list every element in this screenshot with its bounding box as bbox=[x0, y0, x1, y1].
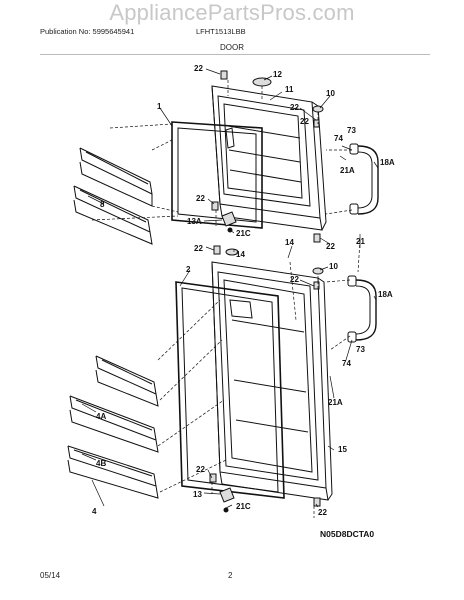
fresh-food-handle bbox=[347, 275, 377, 343]
callout-22-i: 22 bbox=[300, 117, 309, 126]
callout-11: 11 bbox=[285, 85, 294, 94]
footer-page-number: 2 bbox=[228, 571, 233, 580]
footer-date: 05/14 bbox=[40, 571, 61, 580]
callout-4: 4 bbox=[92, 507, 97, 516]
freezer-door-gasket bbox=[171, 121, 263, 229]
freezer-handle bbox=[349, 143, 379, 215]
callout-21: 21 bbox=[356, 237, 365, 246]
callout-10-bottom: 10 bbox=[329, 262, 338, 271]
fresh-food-hinge-parts bbox=[209, 245, 324, 513]
model-number: LFHT1513LBB bbox=[196, 27, 246, 36]
callout-15: 15 bbox=[338, 445, 347, 454]
callout-18a-top: 18A bbox=[380, 158, 395, 167]
callout-8: 8 bbox=[100, 200, 105, 209]
watermark: AppliancePartsPros.com bbox=[109, 0, 355, 25]
freezer-door-shelves bbox=[73, 147, 153, 245]
callout-21c-bottom: 21C bbox=[236, 502, 251, 511]
callout-leader-lines bbox=[81, 68, 379, 509]
callout-22-f: 22 bbox=[290, 275, 299, 284]
callout-14-hinge: 14 bbox=[236, 250, 245, 259]
callout-14-screw: 14 bbox=[285, 238, 294, 247]
callout-21c-top: 21C bbox=[236, 229, 251, 238]
callout-4a: 4A bbox=[96, 412, 106, 421]
section-title: DOOR bbox=[220, 43, 244, 52]
callout-73-bottom: 73 bbox=[356, 345, 365, 354]
publication-number: Publication No: 5995645941 bbox=[40, 27, 135, 36]
callout-22-c: 22 bbox=[196, 194, 205, 203]
callout-4b: 4B bbox=[96, 459, 106, 468]
callout-21a-bottom: 21A bbox=[328, 398, 343, 407]
callout-1: 1 bbox=[157, 102, 162, 111]
callout-2: 2 bbox=[186, 265, 191, 274]
exploded-guide-lines bbox=[91, 80, 361, 518]
callout-13a: 13A bbox=[187, 217, 202, 226]
freezer-door-panel bbox=[211, 85, 327, 231]
callout-12: 12 bbox=[273, 70, 282, 79]
callout-73-top: 73 bbox=[347, 126, 356, 135]
callout-10-top: 10 bbox=[326, 89, 335, 98]
callout-13: 13 bbox=[193, 490, 202, 499]
callout-74-top: 74 bbox=[334, 134, 343, 143]
fresh-food-door-panel bbox=[211, 261, 333, 501]
fresh-food-door-shelves bbox=[67, 355, 159, 499]
callout-22-b: 22 bbox=[290, 103, 299, 112]
callout-74-bottom: 74 bbox=[342, 359, 351, 368]
callout-22-h: 22 bbox=[318, 508, 327, 517]
callout-22-g: 22 bbox=[196, 465, 205, 474]
callout-22-e: 22 bbox=[194, 244, 203, 253]
fresh-food-door-gasket bbox=[175, 281, 285, 499]
callout-22-a: 22 bbox=[194, 64, 203, 73]
callout-22-d: 22 bbox=[326, 242, 335, 251]
header-divider bbox=[40, 54, 430, 55]
callout-21a-top: 21A bbox=[340, 166, 355, 175]
diagram-code: N05D8DCTA0 bbox=[320, 529, 374, 539]
callout-18a-bottom: 18A bbox=[378, 290, 393, 299]
